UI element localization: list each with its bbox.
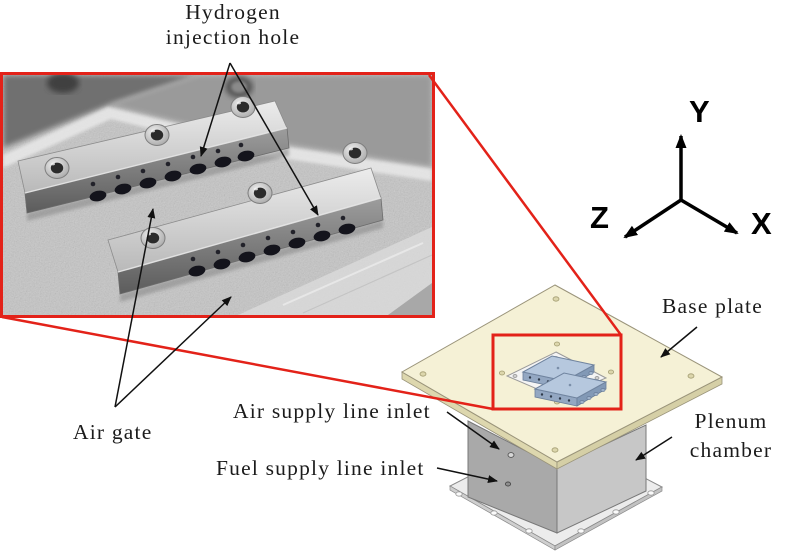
x-axis (680, 198, 739, 235)
base-plate-holes (419, 296, 695, 453)
arrow-base-plate (660, 326, 698, 358)
injector-subassembly (505, 351, 608, 407)
air-supply-inlet-hole (507, 452, 515, 458)
arrow-plenum-chamber (635, 436, 673, 461)
zoom-region-rect (491, 333, 623, 411)
z-axis-label: Z (590, 200, 609, 235)
flange (448, 431, 664, 551)
injector-block-2 (533, 372, 608, 407)
zoom-callout-line-bottom (1, 315, 494, 411)
coordinate-axes (623, 134, 739, 239)
z-axis (623, 198, 682, 239)
photo-illustration (3, 73, 433, 315)
arrow-fuel-supply (436, 467, 498, 484)
subplate-holes (512, 356, 600, 394)
fuel-supply-inlet-hole (504, 481, 512, 487)
label-fuel-supply-line-inlet: Fuel supply line inlet (216, 456, 425, 480)
label-air-gate: Air gate (73, 420, 153, 444)
plenum-chamber (467, 420, 647, 534)
label-hydrogen-injection-hole: Hydrogen injection hole (165, 0, 301, 49)
x-axis-label: X (751, 206, 772, 241)
y-axis-label: Y (689, 94, 710, 129)
label-base-plate: Base plate (662, 294, 763, 318)
injector-block-1 (521, 355, 596, 390)
label-air-supply-line-inlet: Air supply line inlet (233, 399, 431, 423)
label-plenum-chamber: Plenum chamber (689, 409, 773, 462)
base-plate (400, 284, 724, 470)
zoom-callout-line-top (427, 74, 623, 336)
cad-assembly (400, 284, 724, 551)
photo-inset (0, 72, 435, 318)
lower-bar-air-gates (188, 223, 356, 277)
flange-bolt-holes (455, 490, 655, 534)
lower-bar-injection-holes (190, 215, 346, 262)
arrow-air-supply (446, 411, 500, 450)
